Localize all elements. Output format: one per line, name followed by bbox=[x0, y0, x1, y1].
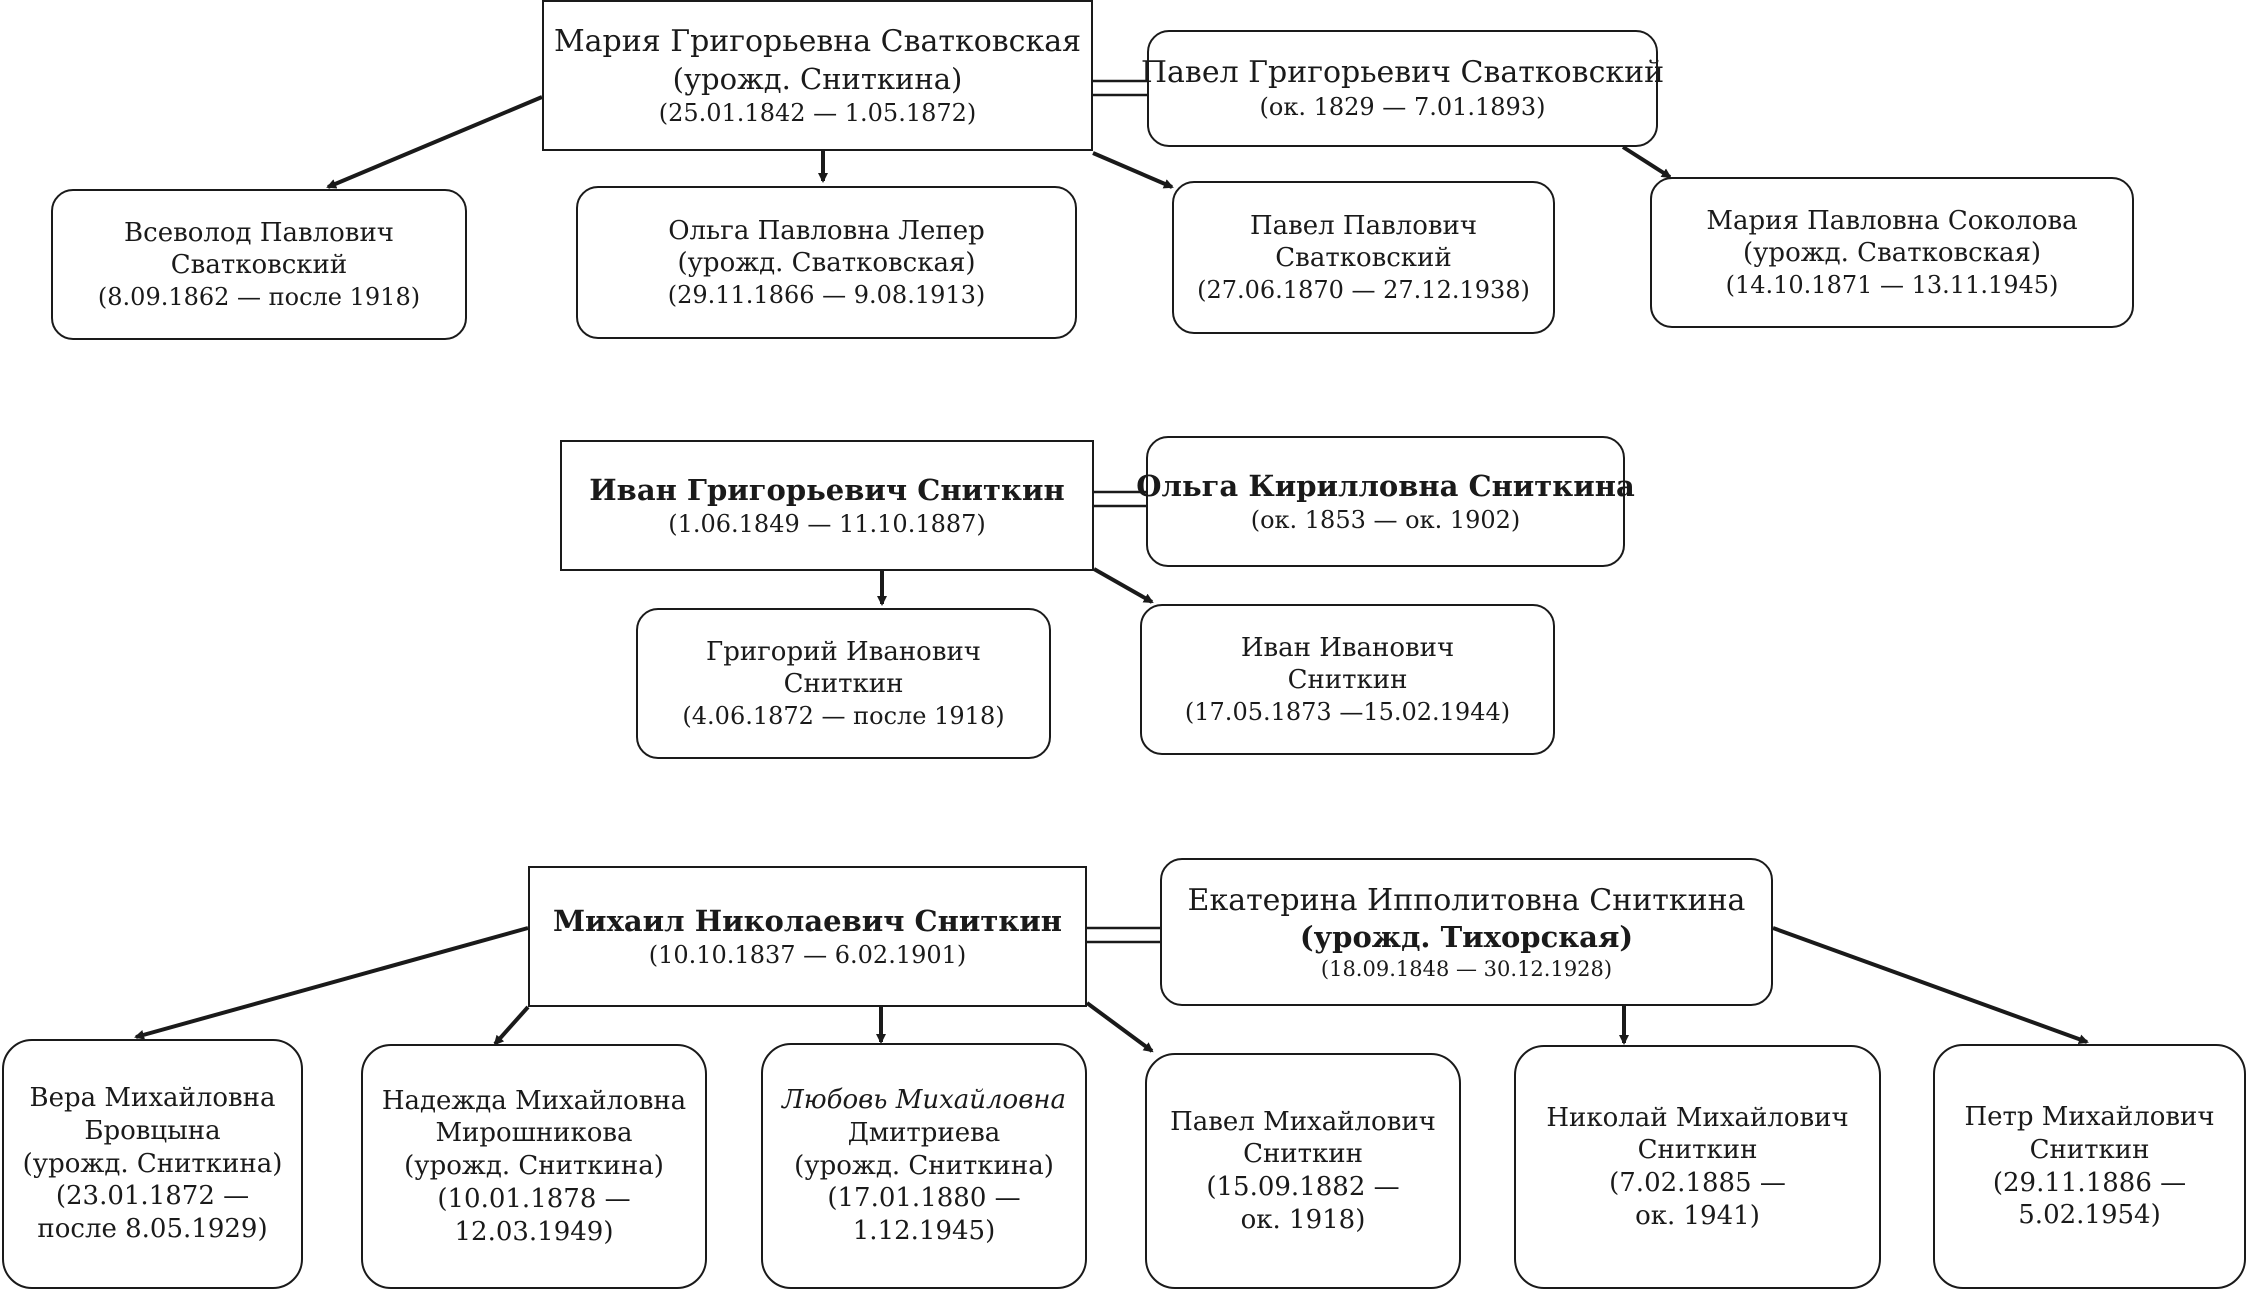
person-name: Мария Григорьевна Сватковская bbox=[553, 24, 1082, 60]
parent-box-ekaterina-snitkina: Екатерина Ипполитовна Сниткина (урожд. Т… bbox=[1160, 858, 1773, 1006]
child-box: Павел Михайлович Сниткин (15.09.1882 — о… bbox=[1145, 1053, 1461, 1289]
child-arrow bbox=[326, 95, 543, 189]
child-box: Всеволод Павлович Сватковский (8.09.1862… bbox=[51, 189, 467, 340]
person-name: Михаил Николаевич Сниткин bbox=[552, 904, 1063, 939]
person-name: Екатерина Ипполитовна Сниткина bbox=[1187, 882, 1746, 918]
person-dates: после 8.05.1929) bbox=[37, 1214, 268, 1245]
child-box: Любовь Михайловна Дмитриева (урожд. Снит… bbox=[761, 1043, 1087, 1289]
child-box: Ольга Павловна Лепер (урожд. Сватковская… bbox=[576, 186, 1077, 339]
person-dates: (27.06.1870 — 27.12.1938) bbox=[1197, 276, 1530, 305]
person-surname: Сниткин bbox=[1637, 1135, 1758, 1166]
person-name: Ольга Кирилловна Сниткина bbox=[1136, 469, 1635, 504]
child-box: Павел Павлович Сватковский (27.06.1870 —… bbox=[1172, 181, 1555, 334]
parent-box-pavel-svatkovsky: Павел Григорьевич Сватковский (ок. 1829 … bbox=[1141, 30, 1664, 147]
person-dates: (ок. 1853 — ок. 1902) bbox=[1250, 505, 1521, 534]
person-dates: (1.06.1849 — 11.10.1887) bbox=[668, 509, 986, 538]
child-box: Петр Михайлович Сниткин (29.11.1886 — 5.… bbox=[1933, 1044, 2246, 1289]
parent-box-mikhail-snitkin: Михаил Николаевич Сниткин (10.10.1837 — … bbox=[528, 866, 1087, 1007]
person-dates: (8.09.1862 — после 1918) bbox=[97, 283, 421, 312]
child-box: Иван Иванович Сниткин (17.05.1873 —15.02… bbox=[1140, 604, 1555, 755]
child-box: Григорий Иванович Сниткин (4.06.1872 — п… bbox=[636, 608, 1051, 759]
person-dates: ок. 1918) bbox=[1240, 1204, 1366, 1235]
child-box: Вера Михайловна Бровцына (урожд. Сниткин… bbox=[2, 1039, 303, 1289]
child-box: Николай Михайлович Сниткин (7.02.1885 — … bbox=[1514, 1045, 1881, 1289]
person-dates: (14.10.1871 — 13.11.1945) bbox=[1725, 271, 2059, 300]
person-name: Григорий Иванович bbox=[706, 636, 981, 667]
person-name: Ольга Павловна Лепер bbox=[668, 215, 985, 246]
child-box: Мария Павловна Соколова (урожд. Сватковс… bbox=[1650, 177, 2134, 328]
person-dates: 1.12.1945) bbox=[852, 1216, 996, 1247]
person-dates: (25.01.1842 — 1.05.1872) bbox=[658, 98, 977, 127]
person-dates: (10.10.1837 — 6.02.1901) bbox=[648, 940, 967, 969]
person-name: Любовь Михайловна bbox=[782, 1085, 1066, 1116]
person-name: Надежда Михайловна bbox=[381, 1085, 687, 1116]
person-surname: Бровцына bbox=[84, 1115, 221, 1146]
person-dates: (23.01.1872 — bbox=[55, 1181, 250, 1212]
person-name: Вера Михайловна bbox=[29, 1083, 276, 1114]
person-maiden-name: (урожд. Сниткина) bbox=[672, 62, 963, 97]
child-arrow bbox=[1772, 926, 2089, 1044]
person-name: Иван Иванович bbox=[1240, 632, 1455, 663]
person-surname: Дмитриева bbox=[847, 1117, 1001, 1148]
child-arrow bbox=[1085, 1001, 1154, 1053]
person-dates: (29.11.1886 — bbox=[1992, 1167, 2187, 1198]
person-dates: (29.11.1866 — 9.08.1913) bbox=[667, 281, 986, 310]
person-surname: Мирошникова bbox=[435, 1118, 633, 1149]
person-surname: Сниткин bbox=[1287, 665, 1408, 696]
person-dates: (ок. 1829 — 7.01.1893) bbox=[1259, 93, 1546, 122]
child-arrow bbox=[1621, 145, 1672, 179]
person-name: Всеволод Павлович bbox=[124, 217, 394, 248]
person-name: Иван Григорьевич Сниткин bbox=[589, 473, 1065, 508]
child-box: Надежда Михайловна Мирошникова (урожд. С… bbox=[361, 1044, 707, 1289]
person-maiden-name: (урожд. Сватковская) bbox=[677, 248, 976, 279]
person-surname: Сниткин bbox=[783, 669, 904, 700]
person-dates: (18.09.1848 — 30.12.1928) bbox=[1320, 956, 1613, 981]
person-name: Павел Григорьевич Сватковский bbox=[1140, 55, 1665, 91]
person-dates: (15.09.1882 — bbox=[1206, 1172, 1400, 1202]
person-name: Павел Павлович bbox=[1249, 210, 1478, 241]
child-arrow bbox=[1093, 567, 1154, 604]
person-name: Мария Павловна Соколова bbox=[1706, 205, 2078, 236]
person-name: Павел Михайлович bbox=[1170, 1106, 1436, 1137]
person-dates: ок. 1941) bbox=[1635, 1200, 1760, 1231]
child-arrow bbox=[1092, 151, 1174, 189]
person-name: Петр Михайлович bbox=[1964, 1102, 2215, 1132]
person-dates: (17.05.1873 —15.02.1944) bbox=[1184, 698, 1511, 727]
child-arrow bbox=[493, 1005, 530, 1046]
parent-box-olga-snitkina: Ольга Кирилловна Сниткина (ок. 1853 — ок… bbox=[1136, 436, 1635, 567]
person-dates: 5.02.1954) bbox=[2018, 1200, 2161, 1231]
person-dates: (4.06.1872 — после 1918) bbox=[682, 702, 1005, 731]
person-dates: (17.01.1880 — bbox=[827, 1183, 1021, 1214]
person-dates: 12.03.1949) bbox=[454, 1216, 614, 1247]
person-maiden-name: (урожд. Сниткина) bbox=[794, 1150, 1054, 1181]
person-maiden-name: (урожд. Сниткина) bbox=[404, 1151, 664, 1182]
person-dates: (7.02.1885 — bbox=[1609, 1168, 1786, 1198]
person-name: Николай Михайлович bbox=[1546, 1102, 1849, 1133]
parent-box-ivan-snitkin: Иван Григорьевич Сниткин (1.06.1849 — 11… bbox=[560, 440, 1094, 571]
parent-box-maria-svatkovskaya: Мария Григорьевна Сватковская (урожд. Сн… bbox=[542, 0, 1093, 151]
person-surname: Сватковский bbox=[170, 250, 348, 281]
person-surname: Сниткин bbox=[2029, 1134, 2150, 1165]
person-surname: Сватковский bbox=[1275, 243, 1452, 274]
child-arrow bbox=[134, 926, 529, 1040]
person-maiden-name: (урожд. Тихорская) bbox=[1299, 920, 1634, 955]
person-surname: Сниткин bbox=[1243, 1139, 1363, 1170]
person-dates: (10.01.1878 — bbox=[437, 1183, 631, 1214]
person-maiden-name: (урожд. Сниткина) bbox=[22, 1148, 283, 1179]
person-maiden-name: (урожд. Сватковская) bbox=[1742, 238, 2041, 269]
